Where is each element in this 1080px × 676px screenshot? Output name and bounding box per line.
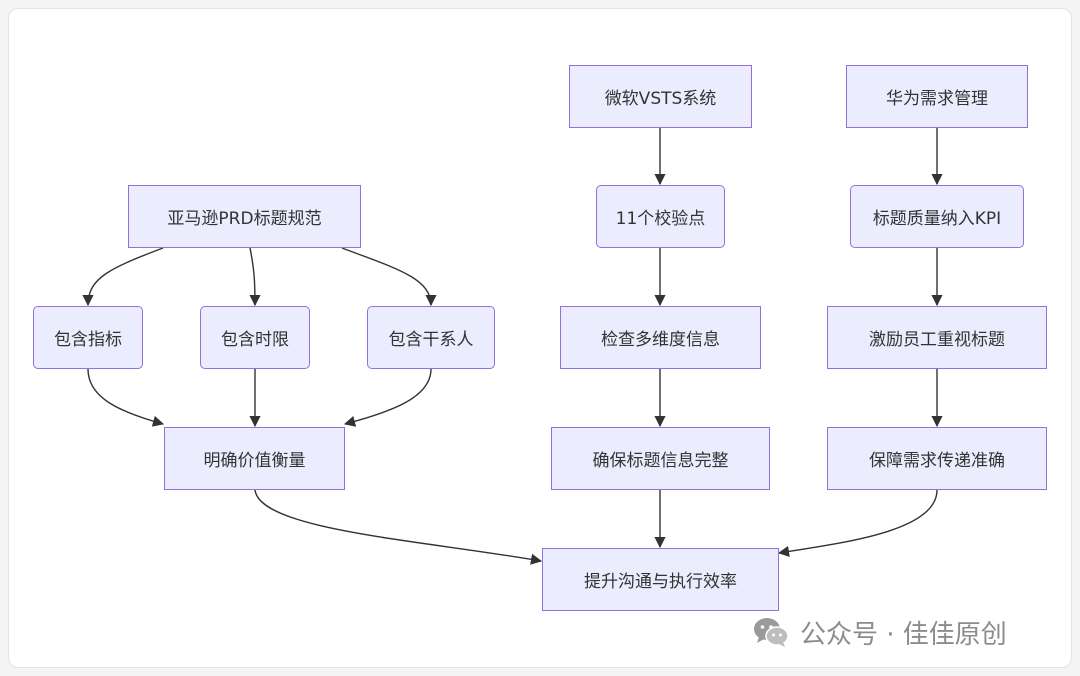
node-include-metrics: 包含指标 — [33, 306, 143, 369]
node-include-deadline: 包含时限 — [200, 306, 310, 369]
node-improve-efficiency: 提升沟通与执行效率 — [542, 548, 779, 611]
wechat-icon — [754, 618, 789, 647]
node-ensure-complete: 确保标题信息完整 — [551, 427, 770, 490]
watermark-text: 公众号 · 佳佳原创 — [800, 619, 1007, 650]
node-incentive: 激励员工重视标题 — [827, 306, 1047, 369]
node-multi-dim-check: 检查多维度信息 — [560, 306, 761, 369]
edge-amazon-to-metrics — [82, 247, 164, 307]
node-ms-vsts: 微软VSTS系统 — [569, 65, 752, 128]
node-clarify-value: 明确价值衡量 — [164, 427, 345, 490]
edge-amazon-to-stakeholders — [341, 247, 437, 307]
edge-transfer-to-efficiency — [777, 489, 938, 557]
node-kpi-quality: 标题质量纳入KPI — [850, 185, 1024, 248]
node-accurate-transfer: 保障需求传递准确 — [827, 427, 1047, 490]
node-include-stakeholders: 包含干系人 — [367, 306, 495, 369]
edge-value-to-efficiency — [254, 489, 543, 565]
edge-metrics-to-value — [87, 368, 165, 427]
edge-amazon-to-deadline — [249, 247, 261, 307]
watermark: 公众号 · 佳佳原创 — [752, 614, 1007, 650]
node-checkpoints: 11个校验点 — [596, 185, 725, 248]
edge-stakeholders-to-value — [343, 368, 432, 427]
node-amazon-prd: 亚马逊PRD标题规范 — [128, 185, 361, 248]
node-huawei-req: 华为需求管理 — [846, 65, 1028, 128]
